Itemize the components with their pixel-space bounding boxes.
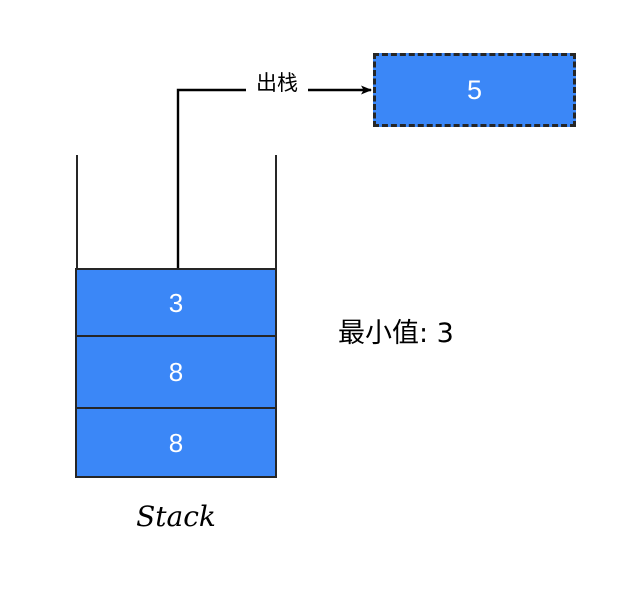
stack-wall-right <box>275 155 277 271</box>
stack-cell: 8 <box>75 407 277 478</box>
stack-cell-value: 8 <box>168 427 184 458</box>
min-value-annotation: 最小值: 3 <box>338 318 454 349</box>
stack-cell-value: 8 <box>168 357 184 387</box>
stack-cell-value: 3 <box>168 287 184 318</box>
stack-cell: 3 <box>75 268 277 337</box>
stack-wall-left <box>76 155 78 271</box>
stack-cell: 8 <box>75 335 277 409</box>
stack-cells: 3 8 8 <box>75 268 277 478</box>
pop-label: 出栈 <box>246 71 308 96</box>
popped-element-value: 5 <box>466 74 483 105</box>
popped-element-box: 5 <box>373 53 576 127</box>
connector-elbow <box>176 88 248 270</box>
stack-caption: Stack <box>136 500 216 533</box>
